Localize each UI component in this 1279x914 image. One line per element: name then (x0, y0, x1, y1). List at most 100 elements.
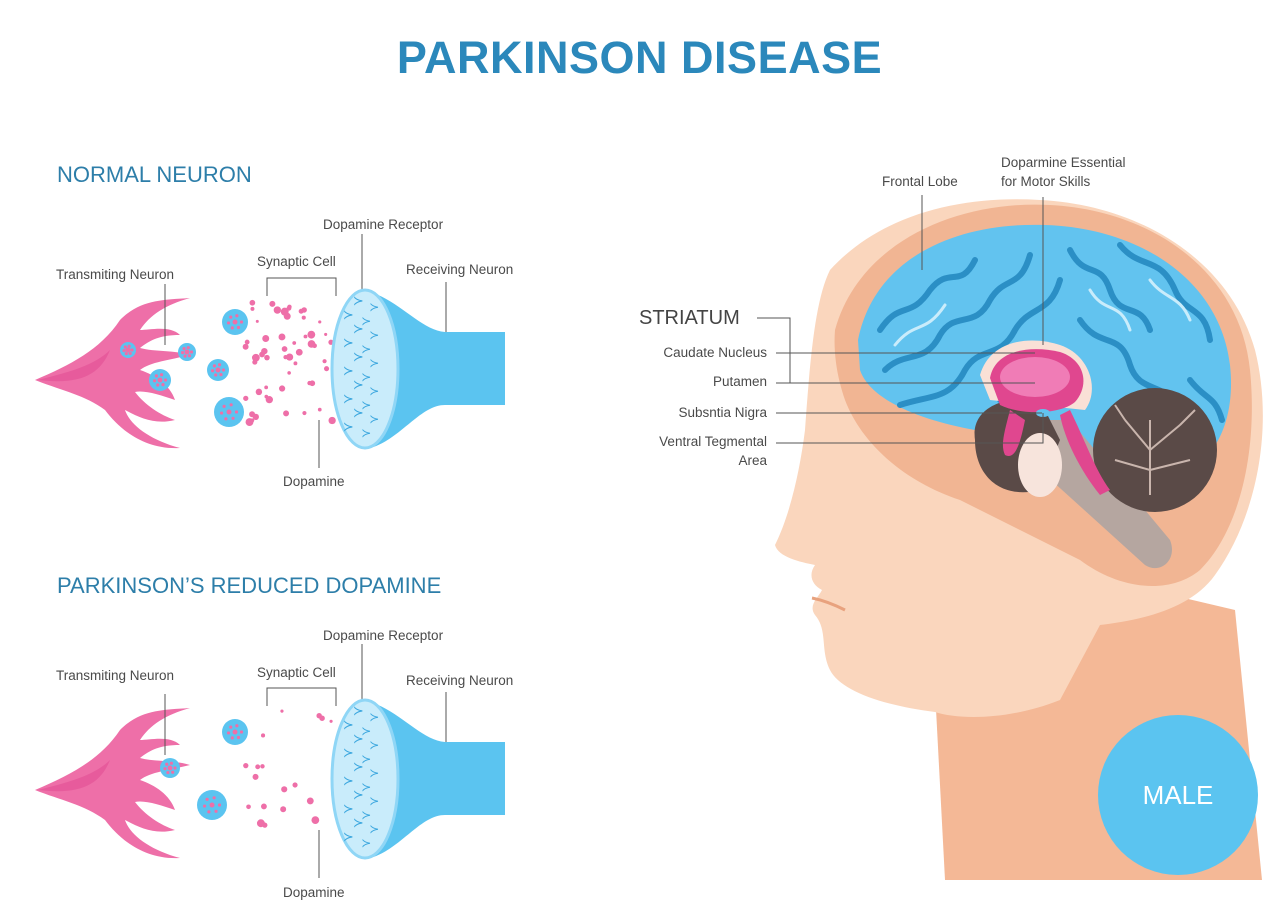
dopamine-receptor: ≻ (369, 738, 379, 752)
dopamine-molecule (246, 804, 251, 810)
dopamine-receptor: ≻ (343, 746, 354, 761)
normal-neuron-diagram: ≻≻≻≻≻≻≻≻≻≻≻≻≻≻≻≻≻≻≻≻ (35, 234, 505, 468)
dopamine-receptor: ≻ (343, 802, 354, 817)
label-synaptic-cell: Synaptic Cell (257, 665, 336, 680)
dopamine-molecule (295, 348, 303, 356)
dopamine-molecule (243, 762, 249, 769)
dopamine-molecule (319, 715, 325, 721)
dopamine-molecule (286, 305, 292, 311)
label-ventral-tegmental-2: Area (738, 453, 767, 468)
label-frontal-lobe: Frontal Lobe (882, 174, 958, 189)
dopamine-receptor: ≻ (369, 766, 379, 780)
dopamine-molecule (303, 334, 308, 339)
head-illustration (757, 195, 1263, 880)
label-dopamine: Dopamine (283, 885, 345, 900)
dopamine-molecule (298, 308, 304, 314)
dopamine-receptor: ≻ (369, 384, 379, 398)
dopamine-receptor: ≻ (361, 836, 371, 850)
dopamine-molecule (262, 822, 268, 828)
dopamine-molecule (260, 764, 265, 769)
dopamine-molecule (329, 719, 333, 723)
dopamine-molecule (292, 782, 298, 788)
dopamine-molecule (322, 359, 327, 364)
label-dopamine-essential-1: Doparmine Essential (1001, 155, 1126, 170)
transmitting-neuron (35, 708, 190, 859)
dopamine-receptor: ≻ (343, 336, 354, 351)
label-putamen: Putamen (712, 374, 767, 389)
dopamine-receptor: ≻ (343, 364, 354, 379)
label-synaptic-cell: Synaptic Cell (257, 254, 336, 269)
dopamine-molecule (265, 396, 273, 404)
dopamine-receptor: ≻ (361, 342, 371, 356)
dopamine-molecule (255, 319, 259, 323)
section-heading-reduced: PARKINSON’S REDUCED DOPAMINE (57, 573, 442, 598)
dopamine-receptor: ≻ (353, 378, 364, 393)
dopamine-molecule (264, 354, 270, 361)
dopamine-receptor: ≻ (361, 752, 371, 766)
reduced-dopamine-neuron-diagram: ≻≻≻≻≻≻≻≻≻≻≻≻≻≻≻≻≻≻≻≻ (35, 644, 505, 878)
dopamine-molecule (281, 346, 288, 352)
dopamine-molecule (324, 332, 328, 336)
section-heading-normal: NORMAL NEURON (57, 162, 252, 187)
dopamine-molecule (292, 341, 297, 345)
dopamine-receptor: ≻ (369, 794, 379, 808)
label-caudate-nucleus: Caudate Nucleus (663, 345, 767, 360)
dopamine-receptor: ≻ (343, 420, 354, 435)
dopamine-molecule (307, 340, 316, 348)
label-receiving-neuron: Receiving Neuron (406, 262, 514, 277)
dopamine-molecule (286, 353, 294, 361)
dopamine-receptor: ≻ (361, 426, 371, 440)
dopamine-molecule (252, 359, 258, 365)
dopamine-receptor: ≻ (369, 710, 379, 724)
label-dopamine-receptor: Dopamine Receptor (323, 628, 444, 643)
dopamine-receptor: ≻ (361, 398, 371, 412)
label-striatum: STRIATUM (639, 307, 740, 329)
dopamine-receptor: ≻ (353, 760, 364, 775)
dopamine-molecule (287, 371, 291, 375)
dopamine-molecule (307, 330, 316, 339)
dopamine-molecule (244, 339, 250, 345)
dopamine-receptor: ≻ (343, 392, 354, 407)
dopamine-molecule (255, 764, 261, 770)
label-dopamine-essential-2: for Motor Skills (1001, 174, 1091, 189)
dopamine-receptor: ≻ (343, 718, 354, 733)
dopamine-receptor: ≻ (353, 294, 364, 309)
dopamine-molecule (281, 786, 288, 793)
dopamine-molecule (302, 410, 307, 416)
dopamine-receptor: ≻ (343, 774, 354, 789)
dopamine-molecule (273, 306, 282, 314)
dopamine-molecule (250, 418, 255, 423)
dopamine-molecule (323, 366, 330, 372)
label-transmitting-neuron: Transmiting Neuron (56, 267, 175, 282)
label-dopamine: Dopamine (283, 474, 345, 489)
gender-badge: MALE (1098, 715, 1258, 875)
dopamine-molecule (252, 773, 259, 780)
label-receiving-neuron: Receiving Neuron (406, 673, 514, 688)
dopamine-molecule (317, 407, 322, 412)
dopamine-molecule (264, 385, 269, 390)
dopamine-molecule (311, 816, 320, 824)
dopamine-molecule (269, 300, 276, 307)
dopamine-molecule (255, 388, 263, 396)
dopamine-molecule (262, 335, 270, 342)
dopamine-molecule (301, 315, 306, 320)
label-ventral-tegmental-1: Ventral Tegmental (659, 434, 767, 449)
dopamine-molecule (283, 312, 291, 320)
dopamine-molecule (280, 709, 284, 713)
dopamine-receptor: ≻ (353, 322, 364, 337)
receiving-neuron (365, 290, 505, 448)
dopamine-molecule (280, 806, 287, 813)
dopamine-receptor: ≻ (353, 788, 364, 803)
dopamine-molecule (293, 361, 298, 366)
dopamine-molecule (250, 306, 255, 311)
dopamine-molecule (307, 380, 312, 386)
dopamine-molecule (283, 354, 288, 360)
dopamine-molecule (260, 733, 266, 738)
dopamine-receptor: ≻ (353, 732, 364, 747)
dopamine-molecule (243, 395, 249, 401)
dopamine-molecule (283, 410, 290, 417)
label-substantia-nigra: Subsntia Nigra (678, 405, 767, 420)
dopamine-receptor: ≻ (343, 308, 354, 323)
dopamine-receptor: ≻ (361, 780, 371, 794)
